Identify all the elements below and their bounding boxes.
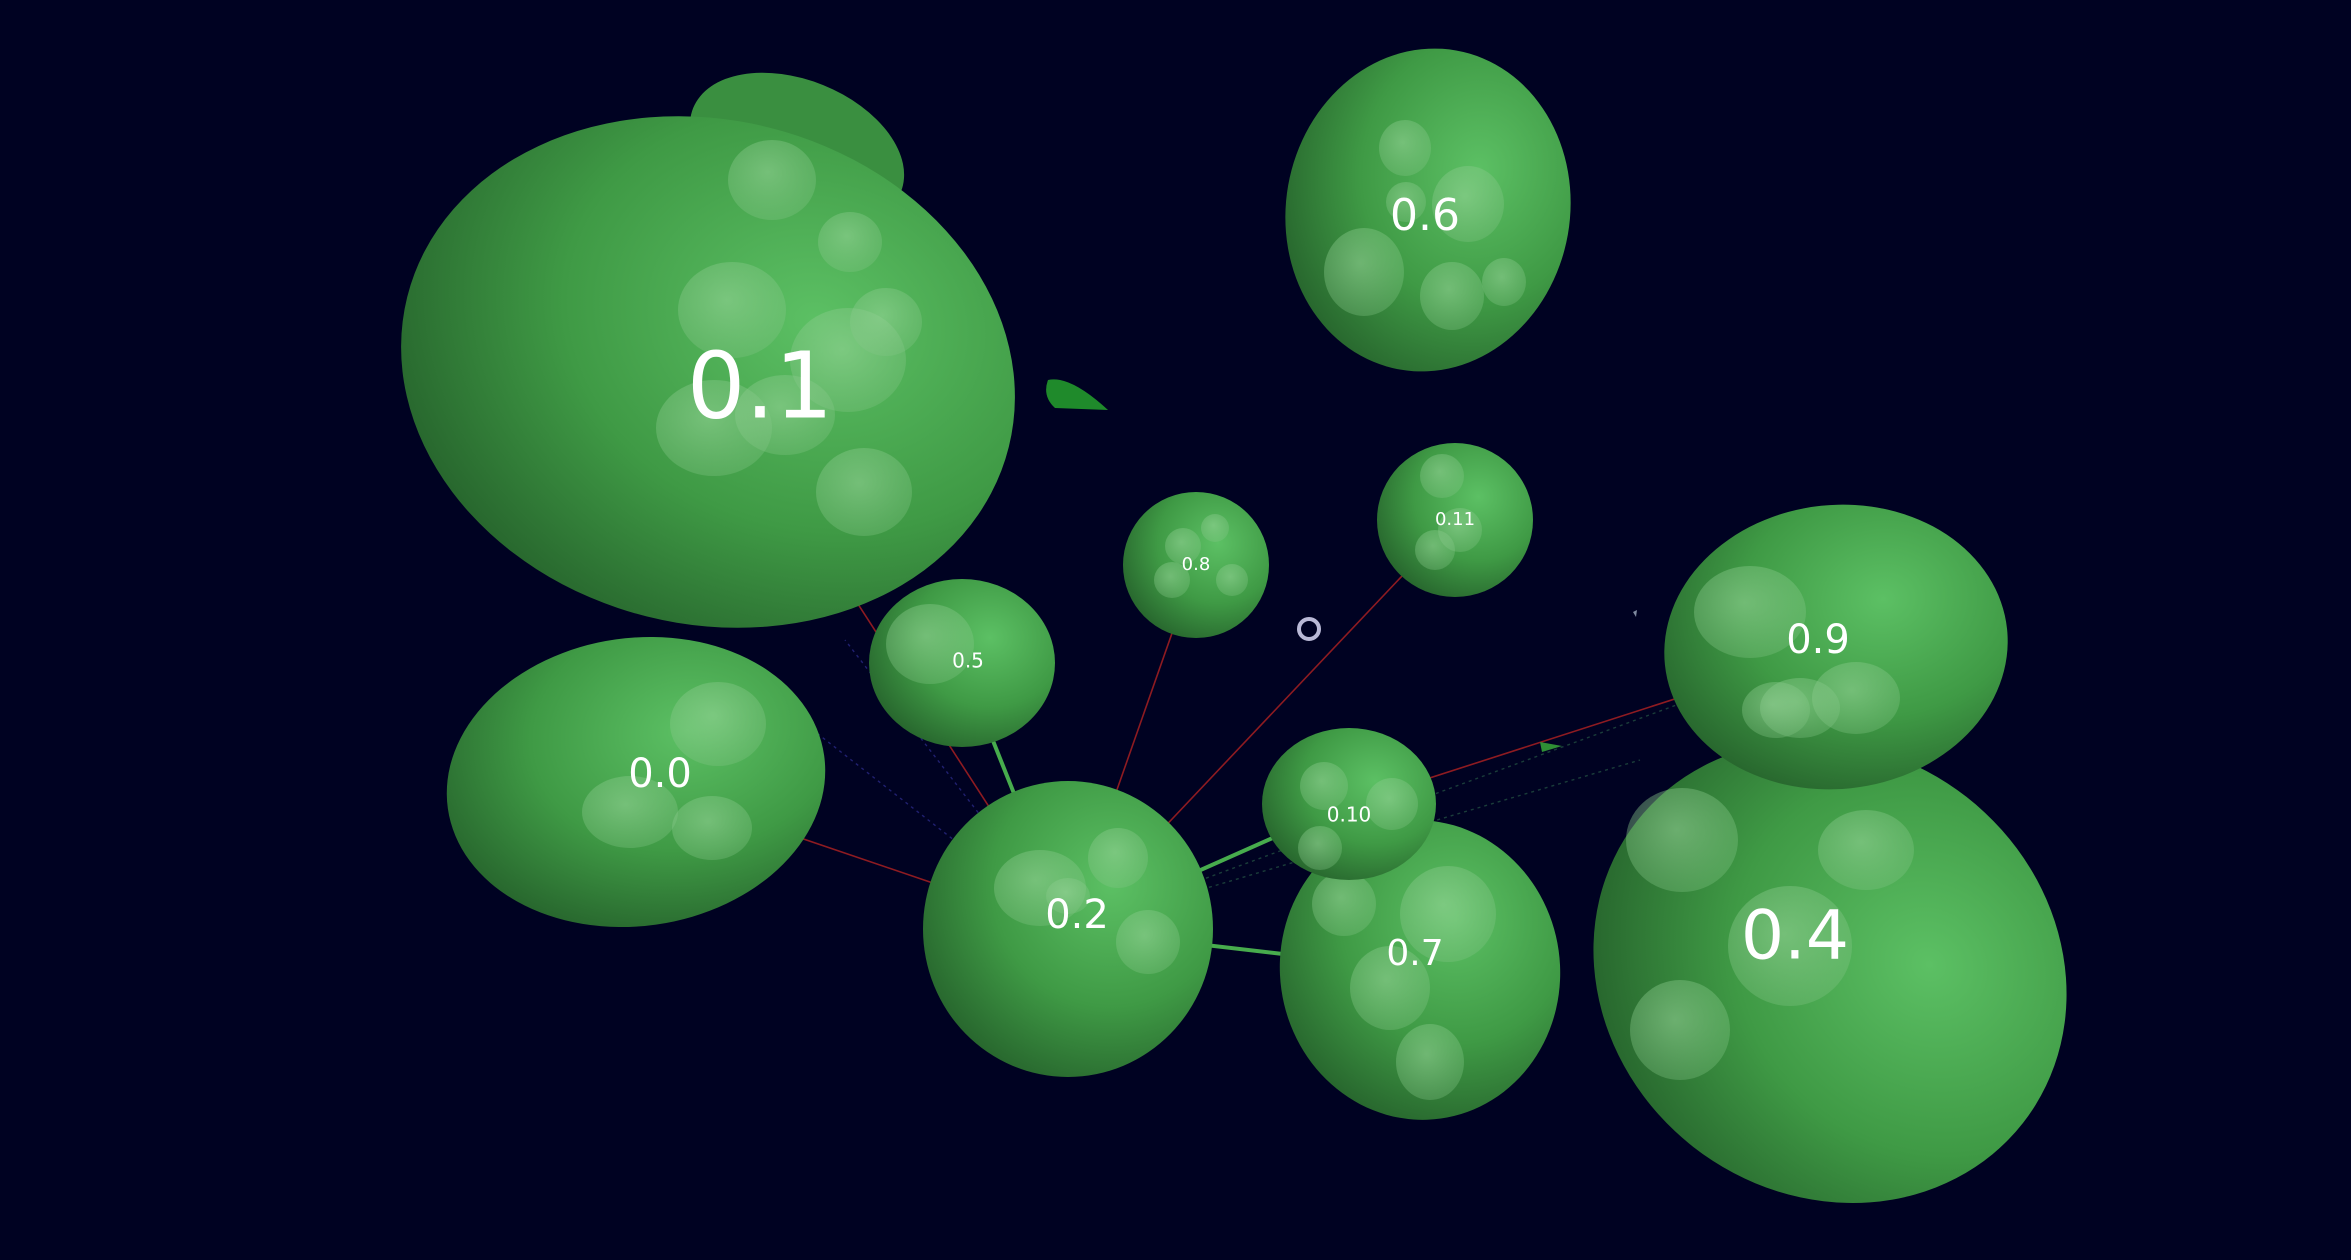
child-node-sphere[interactable]: [1366, 778, 1418, 830]
child-node-sphere[interactable]: [1298, 826, 1342, 870]
node-label: 0.11: [1435, 509, 1475, 530]
child-node-sphere[interactable]: [1324, 228, 1404, 316]
child-node-sphere[interactable]: [582, 776, 678, 848]
child-node-sphere[interactable]: [1818, 810, 1914, 890]
child-node-sphere[interactable]: [886, 604, 974, 684]
child-node-sphere[interactable]: [1432, 166, 1504, 242]
node-label: 0.6: [1390, 190, 1460, 241]
node-0-9[interactable]: 0.9: [1650, 488, 2022, 806]
node-label: 0.4: [1741, 897, 1849, 976]
node-0-0[interactable]: 0.0: [428, 613, 844, 951]
child-node-sphere[interactable]: [1300, 762, 1348, 810]
faint-edge: [844, 639, 1069, 930]
child-node-sphere[interactable]: [1742, 682, 1810, 738]
node-0-8[interactable]: 0.8: [1123, 492, 1269, 638]
child-node-sphere[interactable]: [1216, 564, 1248, 596]
child-node-sphere[interactable]: [1350, 946, 1430, 1030]
camera-cone-icon: [1046, 379, 1108, 410]
node-label: 0.5: [952, 649, 984, 673]
child-node-sphere[interactable]: [1116, 910, 1180, 974]
child-node-sphere[interactable]: [850, 288, 922, 356]
child-node-sphere[interactable]: [1728, 886, 1852, 1006]
node-0-7[interactable]: 0.7: [1260, 802, 1579, 1138]
child-node-sphere[interactable]: [678, 262, 786, 358]
child-node-sphere[interactable]: [1420, 454, 1464, 498]
node-0-10[interactable]: 0.10: [1262, 728, 1436, 880]
node-label: 0.2: [1045, 892, 1109, 938]
marker-icon: [1633, 610, 1637, 617]
node-0-11[interactable]: 0.11: [1377, 443, 1533, 597]
child-node-sphere[interactable]: [672, 796, 752, 860]
child-node-sphere[interactable]: [728, 140, 816, 220]
child-node-sphere[interactable]: [1420, 262, 1484, 330]
child-node-sphere[interactable]: [1046, 878, 1090, 914]
node-0-2[interactable]: 0.2: [923, 781, 1213, 1077]
arrow-head-icon: [1540, 742, 1562, 752]
node-sphere[interactable]: [1123, 492, 1269, 638]
node-label: 0.1: [687, 332, 833, 439]
child-node-sphere[interactable]: [1400, 866, 1496, 962]
child-node-sphere[interactable]: [816, 448, 912, 536]
child-node-sphere[interactable]: [1415, 530, 1455, 570]
node-label: 0.8: [1182, 554, 1211, 575]
node-0-1[interactable]: 0.1: [346, 52, 1070, 691]
child-node-sphere[interactable]: [670, 682, 766, 766]
child-node-sphere[interactable]: [1396, 1024, 1464, 1100]
child-node-sphere[interactable]: [1626, 788, 1738, 892]
node-label: 0.10: [1327, 803, 1372, 827]
child-node-sphere[interactable]: [1630, 980, 1730, 1080]
node-0-5[interactable]: 0.5: [869, 579, 1055, 747]
focus-ring-icon[interactable]: [1297, 617, 1321, 641]
child-node-sphere[interactable]: [1379, 120, 1431, 176]
child-node-sphere[interactable]: [1694, 566, 1806, 658]
child-node-sphere[interactable]: [1088, 828, 1148, 888]
child-node-sphere[interactable]: [1386, 182, 1426, 222]
node-0-4[interactable]: 0.4: [1500, 646, 2159, 1260]
child-node-sphere[interactable]: [1312, 872, 1376, 936]
nodes-layer: 0.1 0.6 0.4 0.9 0.0 0.11 0.8 0.5 0.7 0.10 0.2: [346, 26, 2159, 1260]
node-label: 0.7: [1386, 933, 1443, 974]
child-node-sphere[interactable]: [1482, 258, 1526, 306]
child-node-sphere[interactable]: [656, 380, 772, 476]
child-node-sphere[interactable]: [1201, 514, 1229, 542]
node-label: 0.0: [628, 751, 692, 797]
child-node-sphere[interactable]: [1154, 562, 1190, 598]
child-node-sphere[interactable]: [818, 212, 882, 272]
node-0-6[interactable]: 0.6: [1260, 26, 1596, 394]
node-label: 0.9: [1786, 617, 1850, 663]
child-node-sphere[interactable]: [1165, 528, 1201, 564]
